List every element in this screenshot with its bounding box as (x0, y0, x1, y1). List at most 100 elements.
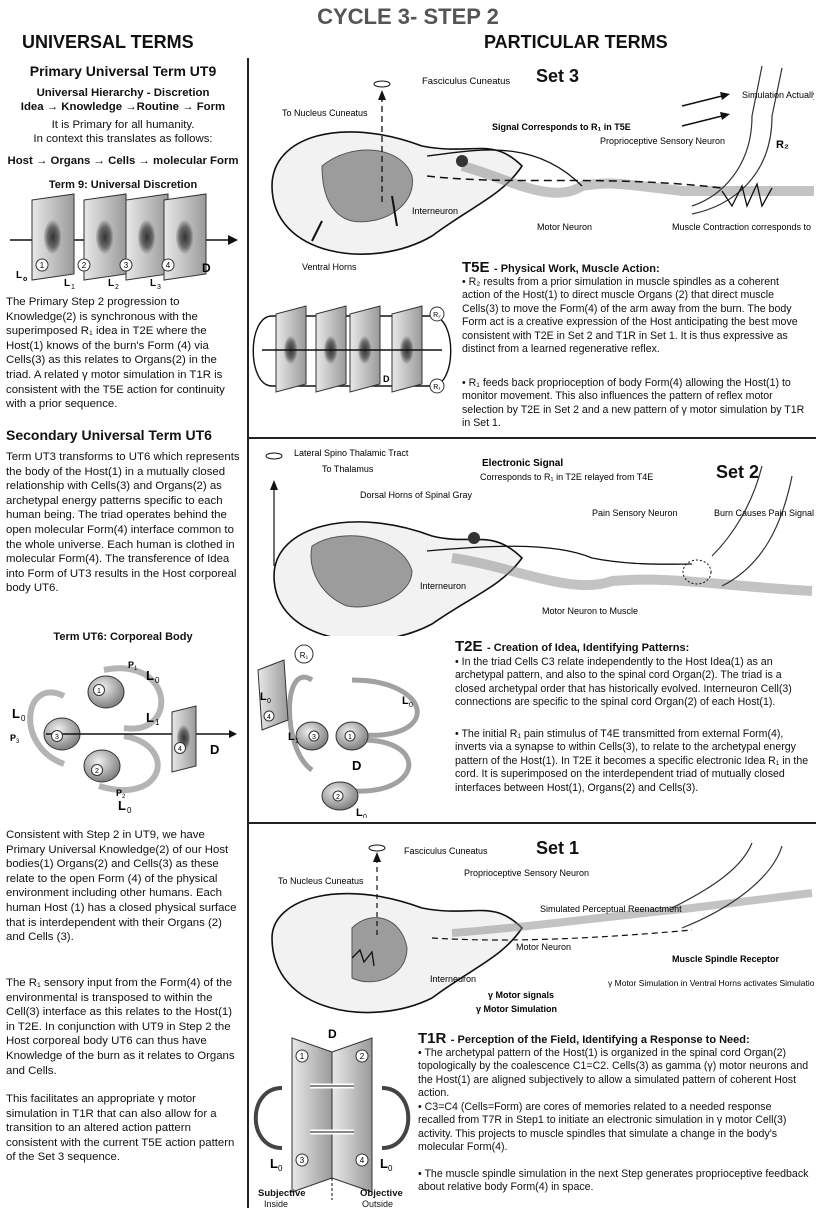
set3-muscle: Muscle Contraction corresponds to R₂ in … (672, 222, 814, 232)
set1-gamma-signals: γ Motor signals (488, 990, 554, 1000)
svg-text:2: 2 (360, 1052, 365, 1061)
set3-desc-p2: • R₁ feeds back proprioception of body F… (462, 377, 805, 430)
set3-signal: Signal Corresponds to R₁ in T5E (492, 122, 631, 132)
set1-spindle: Muscle Spindle Receptor (672, 954, 780, 964)
set3-desc-title: T5E (462, 259, 490, 276)
set1-interneuron: Interneuron (430, 974, 476, 984)
set2-interneuron: Interneuron (420, 581, 466, 591)
t6-p2: P (116, 788, 122, 798)
set-divider-2 (249, 822, 816, 824)
svg-text:2: 2 (115, 284, 119, 290)
column-divider (247, 58, 249, 1208)
svg-text:4: 4 (360, 1156, 365, 1165)
svg-text:0: 0 (21, 714, 26, 723)
set2-pain: Pain Sensory Neuron (592, 508, 678, 518)
hierarchy-chain: Idea → Knowledge →Routine → Form (20, 101, 226, 113)
t9-l3: L (150, 278, 156, 289)
svg-text:1: 1 (295, 738, 299, 745)
set3-to-nucleus: To Nucleus Cuneatus (282, 108, 368, 118)
set1-motor: Motor Neuron (516, 942, 571, 952)
para-5: This facilitates an appropriate γ motor … (6, 1093, 235, 1164)
set3-motor: Motor Neuron (537, 222, 592, 232)
t9-num-2: 2 (82, 261, 87, 270)
primary-line-2: In context this translates as follows: (33, 133, 213, 145)
set2-title: Set 2 (716, 462, 760, 482)
page-title: CYCLE 3- STEP 2 (317, 4, 499, 29)
set3-desc-p1: • R₂ results from a prior simulation in … (462, 276, 798, 356)
t6-l0-top: L (146, 668, 154, 683)
set1-inside: Inside (264, 1199, 289, 1209)
t6-l0-bottom: L (118, 798, 126, 813)
svg-text:3: 3 (300, 1156, 305, 1165)
set1-gamma-sim: γ Motor Simulation (476, 1004, 557, 1014)
t6-p1: P (128, 660, 134, 670)
t9-num-4: 4 (166, 261, 171, 270)
primary-line-1: It is Primary for all humanity. (51, 119, 195, 131)
t6-d: D (210, 742, 219, 757)
set1-simulated: Simulated Perceptual Reenactment (540, 904, 682, 914)
set2-desc-p2: • The initial R₁ pain stimulus of T4E tr… (455, 728, 809, 794)
svg-text:D: D (352, 758, 361, 773)
set2-desc-subtitle: - Creation of Idea, Identifying Patterns… (486, 642, 690, 654)
t9-l2: L (108, 278, 114, 289)
set2-spinal-diagram: Lateral Spino Thalamic Tract To Thalamus… (265, 448, 814, 636)
svg-text:2: 2 (95, 768, 99, 775)
set1-desc-p3: • The muscle spindle simulation in the n… (418, 1168, 809, 1194)
t6-l1: L (146, 710, 154, 725)
hierarchy-title: Universal Hierarchy - Discretion (36, 87, 210, 99)
set2-desc-heading: T2E - Creation of Idea, Identifying Patt… (455, 638, 811, 656)
set2-desc-title: T2E (455, 638, 483, 655)
svg-text:1: 1 (97, 688, 101, 695)
set3-desc-heading: T5E - Physical Work, Muscle Action: (462, 259, 812, 277)
svg-text:0: 0 (409, 702, 413, 709)
svg-text:3: 3 (312, 734, 316, 741)
set3-proprio: Proprioceptive Sensory Neuron (600, 136, 725, 146)
set3-fasciculus: Fasciculus Cuneatus (422, 76, 510, 87)
svg-text:1: 1 (348, 734, 352, 741)
set1-fasciculus: Fasciculus Cuneatus (404, 846, 488, 856)
svg-text:0: 0 (278, 1164, 283, 1173)
set1-outside: Outside (362, 1199, 394, 1209)
svg-text:3: 3 (16, 739, 20, 745)
svg-text:0: 0 (127, 806, 132, 814)
svg-text:2: 2 (122, 794, 126, 800)
set1-proprio: Proprioceptive Sensory Neuron (464, 868, 589, 878)
set1-subjective: Subjective (258, 1188, 306, 1199)
set2-desc-p1: • In the triad Cells C3 relate independe… (455, 656, 792, 709)
t6-p3: P (10, 733, 16, 743)
set2-lateral: Lateral Spino Thalamic Tract (294, 448, 409, 458)
svg-text:L: L (270, 1156, 278, 1171)
set2-dorsal: Dorsal Horns of Spinal Gray (360, 490, 473, 500)
set1-desc-heading: T1R - Perception of the Field, Identifyi… (418, 1030, 812, 1048)
set1-spinal-diagram: Fasciculus Cuneatus To Nucleus Cuneatus … (271, 842, 814, 1014)
set3-simulation: Simulation Actually Enacted (742, 90, 814, 100)
svg-text:3: 3 (55, 734, 59, 741)
t9-l1: L (64, 278, 70, 289)
set1-desc-p2: • C3=C4 (Cells=Form) are cores of memori… (418, 1101, 787, 1154)
set3-interneuron: Interneuron (412, 206, 458, 216)
set-divider-1 (249, 437, 816, 439)
set2-thalamus: To Thalamus (322, 464, 374, 474)
set2-electronic: Electronic Signal (482, 458, 563, 469)
set3-ventral: Ventral Horns (302, 262, 357, 272)
svg-text:R₁: R₁ (433, 384, 441, 391)
svg-text:L: L (260, 691, 267, 703)
svg-text:R₂: R₂ (433, 312, 441, 319)
set2-burn: Burn Causes Pain Signal Within Spinal Co… (714, 508, 814, 518)
svg-text:0: 0 (388, 1164, 393, 1173)
t6-l0-left: L (12, 706, 20, 721)
svg-text:R₁: R₁ (300, 651, 309, 660)
particular-terms-header: PARTICULAR TERMS (484, 32, 668, 52)
svg-text:L: L (356, 807, 363, 818)
t9-num-1: 1 (40, 261, 45, 270)
set2-motor: Motor Neuron to Muscle (542, 606, 638, 616)
set1-desc-subtitle: - Perception of the Field, Identifying a… (450, 1034, 750, 1046)
set3-triad-diagram: R₂ R₁ D (252, 305, 452, 394)
svg-text:D: D (328, 1028, 337, 1041)
svg-text:0: 0 (155, 676, 160, 685)
svg-text:1: 1 (71, 284, 75, 290)
para-2: Term UT3 transforms to UT6 which represe… (6, 451, 240, 595)
svg-text:o: o (23, 276, 27, 283)
t9-num-3: 3 (124, 261, 129, 270)
